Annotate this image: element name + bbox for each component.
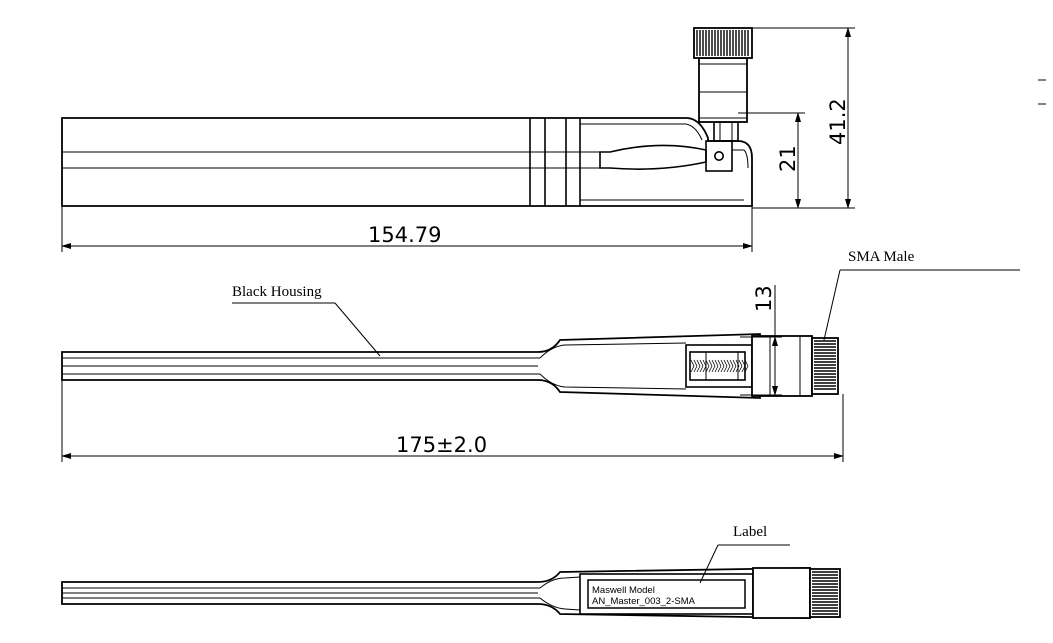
callout-black-housing: Black Housing (232, 284, 322, 300)
label-line-1: Maswell Model (592, 585, 655, 596)
dim-overall-height: 41.2 (826, 98, 850, 145)
label-view: Maswell Model AN_Master_003_2-SMA Label (61, 524, 841, 619)
label-line-2: AN_Master_003_2-SMA (592, 596, 696, 607)
knurl-straight (814, 340, 836, 390)
product-label (587, 579, 746, 609)
straight-view: 13 175±2.0 Black Housing SMA Male (61, 249, 1020, 462)
top-view: 154.79 21 41.2 (61, 27, 1046, 252)
callout-sma-male: SMA Male (848, 249, 915, 265)
knurl-top (696, 30, 749, 56)
dim-stub-height: 21 (776, 145, 800, 172)
knurl-label (812, 571, 838, 615)
dim-top-length: 154.79 (368, 223, 441, 247)
dim-connector-diameter: 13 (752, 285, 776, 312)
thread-hatch (690, 359, 749, 373)
callout-label: Label (733, 524, 767, 540)
dim-overall-length: 175±2.0 (396, 433, 487, 457)
